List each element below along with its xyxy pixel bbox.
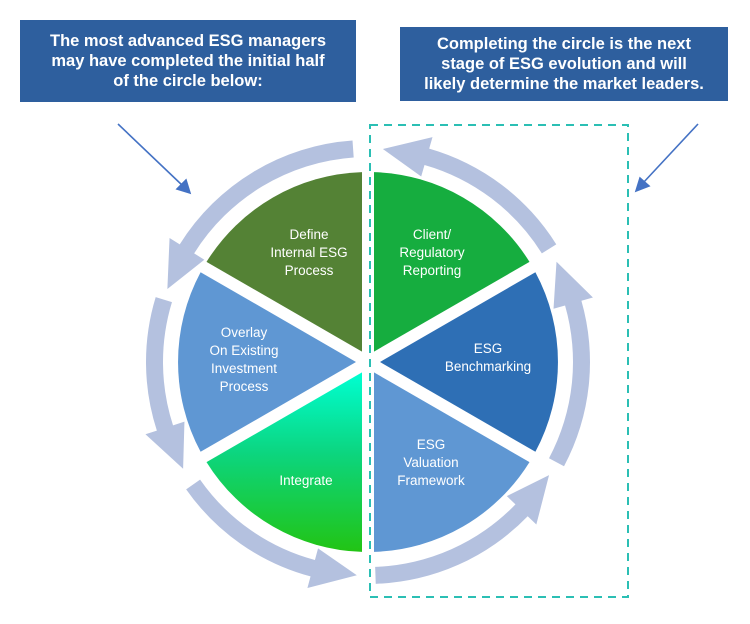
left-callout-box: The most advanced ESG managers may have … (20, 20, 356, 102)
segment-benchmarking (380, 272, 558, 452)
segment-label-define-line-2: Internal ESG (270, 245, 347, 260)
segment-label-benchmarking-line-2: Benchmarking (445, 359, 531, 374)
right-callout-line-3: likely determine the market leaders. (424, 75, 704, 93)
left-callout-line-2: may have completed the initial half (51, 52, 325, 70)
ring-arrow-right (549, 261, 593, 467)
segment-define (206, 172, 362, 352)
left-callout-line-3: of the circle below: (113, 72, 263, 90)
left-callout-line-1: The most advanced ESG managers (49, 32, 326, 50)
dashed-highlight-box (369, 124, 629, 598)
segment-label-define-line-1: Define (289, 227, 328, 242)
segment-client (374, 172, 530, 352)
segment-label-benchmarking: ESG Benchmarking (445, 341, 531, 374)
segment-label-overlay-line-4: Process (220, 379, 269, 394)
ring-arrow-top-left (167, 140, 354, 289)
segment-valuation (374, 372, 530, 552)
segment-integrate (206, 372, 362, 552)
right-callout-line-2: stage of ESG evolution and will (441, 55, 687, 73)
segment-label-define-line-3: Process (285, 263, 334, 278)
segment-label-overlay-line-1: Overlay (221, 325, 268, 340)
segment-label-benchmarking-line-1: ESG (474, 341, 503, 356)
segment-label-integrate-line-1: Integrate (279, 473, 332, 488)
ring-arrow-top-right (382, 137, 557, 254)
segment-label-overlay-line-2: On Existing (209, 343, 278, 358)
ring-arrow-left (145, 297, 185, 469)
segment-label-valuation-line-3: Framework (397, 473, 465, 488)
cycle-ring-arrows (145, 137, 593, 589)
ring-arrow-bottom-right (375, 475, 550, 584)
segment-label-integrate: Integrate (279, 473, 332, 488)
right-callout-box: Completing the circle is the next stage … (400, 27, 728, 101)
cycle-segments (178, 172, 558, 552)
segment-label-valuation-line-1: ESG (417, 437, 446, 452)
segment-label-client-line-3: Reporting (403, 263, 462, 278)
ring-arrow-bottom-left (186, 479, 357, 589)
segment-label-valuation-line-2: Valuation (403, 455, 458, 470)
right-pointer-arrow (634, 123, 699, 193)
segment-label-client-line-2: Regulatory (399, 245, 465, 260)
segment-label-client-line-1: Client/ (413, 227, 452, 242)
right-callout-line-1: Completing the circle is the next (437, 35, 691, 53)
left-pointer-arrow (117, 123, 192, 195)
segment-label-overlay-line-3: Investment (211, 361, 277, 376)
segment-overlay (178, 272, 356, 452)
